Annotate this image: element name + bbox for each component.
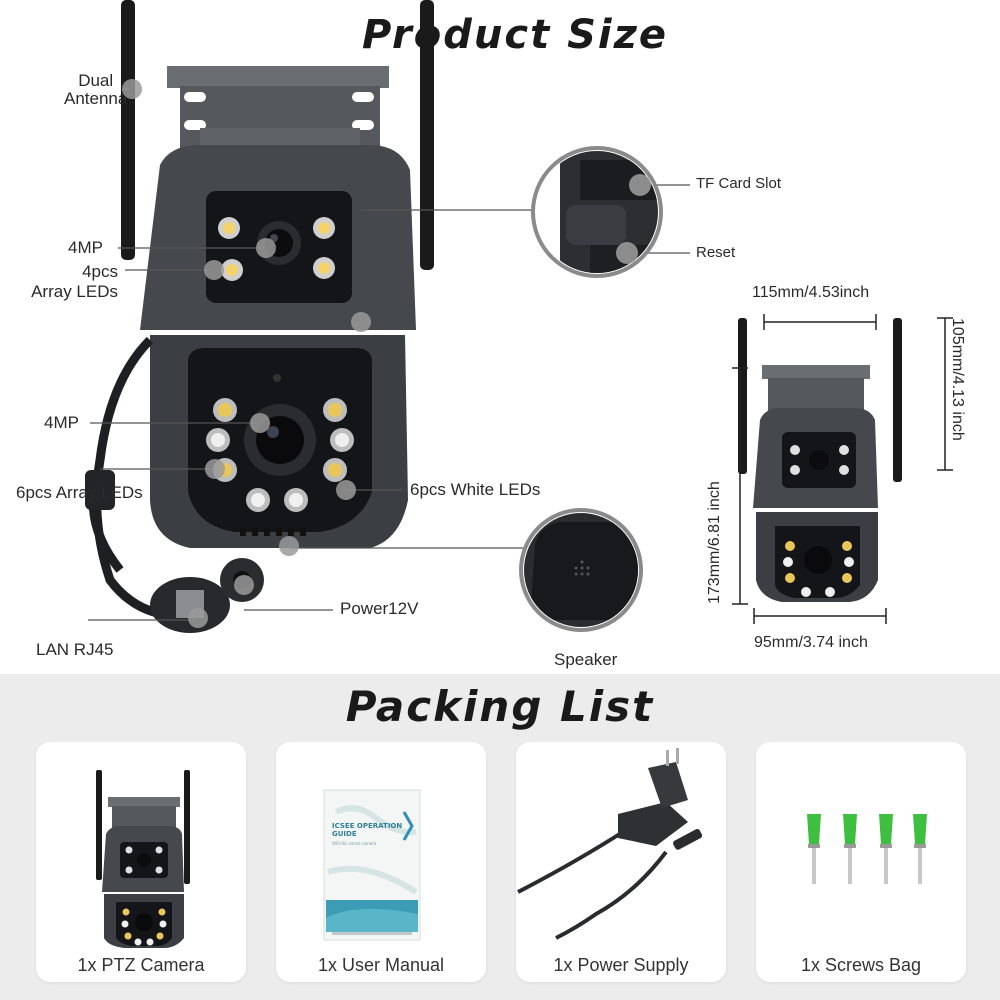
right-antenna <box>420 0 434 270</box>
product-size-title: Product Size <box>361 12 669 58</box>
reset-label: Reset <box>696 244 736 261</box>
camera-caption: 1x PTZ Camera <box>77 955 205 975</box>
packing-item-power-supply: 1x Power Supply <box>516 742 726 982</box>
speaker-label: Speaker <box>554 650 618 669</box>
total-height-dimension: 173mm/6.81 inch <box>706 481 723 604</box>
callout-lines <box>88 88 690 621</box>
dual-antenna-label: Dual Antenna <box>64 71 128 108</box>
power-label: Power12V <box>340 599 419 618</box>
manual-cover-title: ICSEE OPERATION GUIDE <box>332 822 403 838</box>
lower-array-leds-label: 6pcs Array LEDs <box>16 483 143 502</box>
bottom-width-dimension: 95mm/3.74 inch <box>754 634 868 651</box>
callout-dots <box>122 79 371 628</box>
left-antenna <box>121 0 135 260</box>
packing-item-camera: 1x PTZ Camera <box>36 742 246 982</box>
tf-card-slot-label: TF Card Slot <box>696 175 782 192</box>
tf-card-zoom <box>531 146 663 278</box>
top-width-dimension: 115mm/4.53inch <box>752 284 870 301</box>
upper-array-leds <box>218 217 335 281</box>
speaker-zoom <box>519 508 643 632</box>
manual-caption: 1x User Manual <box>317 955 445 975</box>
manual-cover-subtitle: WiFi/4G smart camera <box>332 841 377 846</box>
manual-icon <box>323 789 421 941</box>
packing-item-screws: 1x Screws Bag <box>756 742 966 982</box>
camera-icon <box>96 770 190 948</box>
top-height-dimension: 105mm/4.13 inch <box>949 318 966 441</box>
white-leds-label: 6pcs White LEDs <box>410 480 541 499</box>
speaker-grille <box>240 528 306 536</box>
power-supply-caption: 1x Power Supply <box>553 955 689 975</box>
packing-list-title: Packing List <box>345 682 655 731</box>
main-camera-illustration <box>85 0 953 633</box>
upper-array-leds-label: 4pcs Array LEDs <box>31 262 118 301</box>
packing-item-manual: ICSEE OPERATION GUIDE WiFi/4G smart came… <box>276 742 486 982</box>
screws-caption: 1x Screws Bag <box>800 955 922 975</box>
lan-label: LAN RJ45 <box>36 640 114 659</box>
dimension-lines <box>732 314 953 624</box>
upper-4mp-label: 4MP <box>68 238 103 257</box>
wall-mount-bracket <box>167 66 389 148</box>
screws-icon <box>807 814 927 884</box>
lower-array-leds <box>206 398 354 512</box>
dimension-camera <box>738 318 902 602</box>
power-adapter-icon <box>517 748 703 940</box>
lower-4mp-label: 4MP <box>44 413 79 432</box>
